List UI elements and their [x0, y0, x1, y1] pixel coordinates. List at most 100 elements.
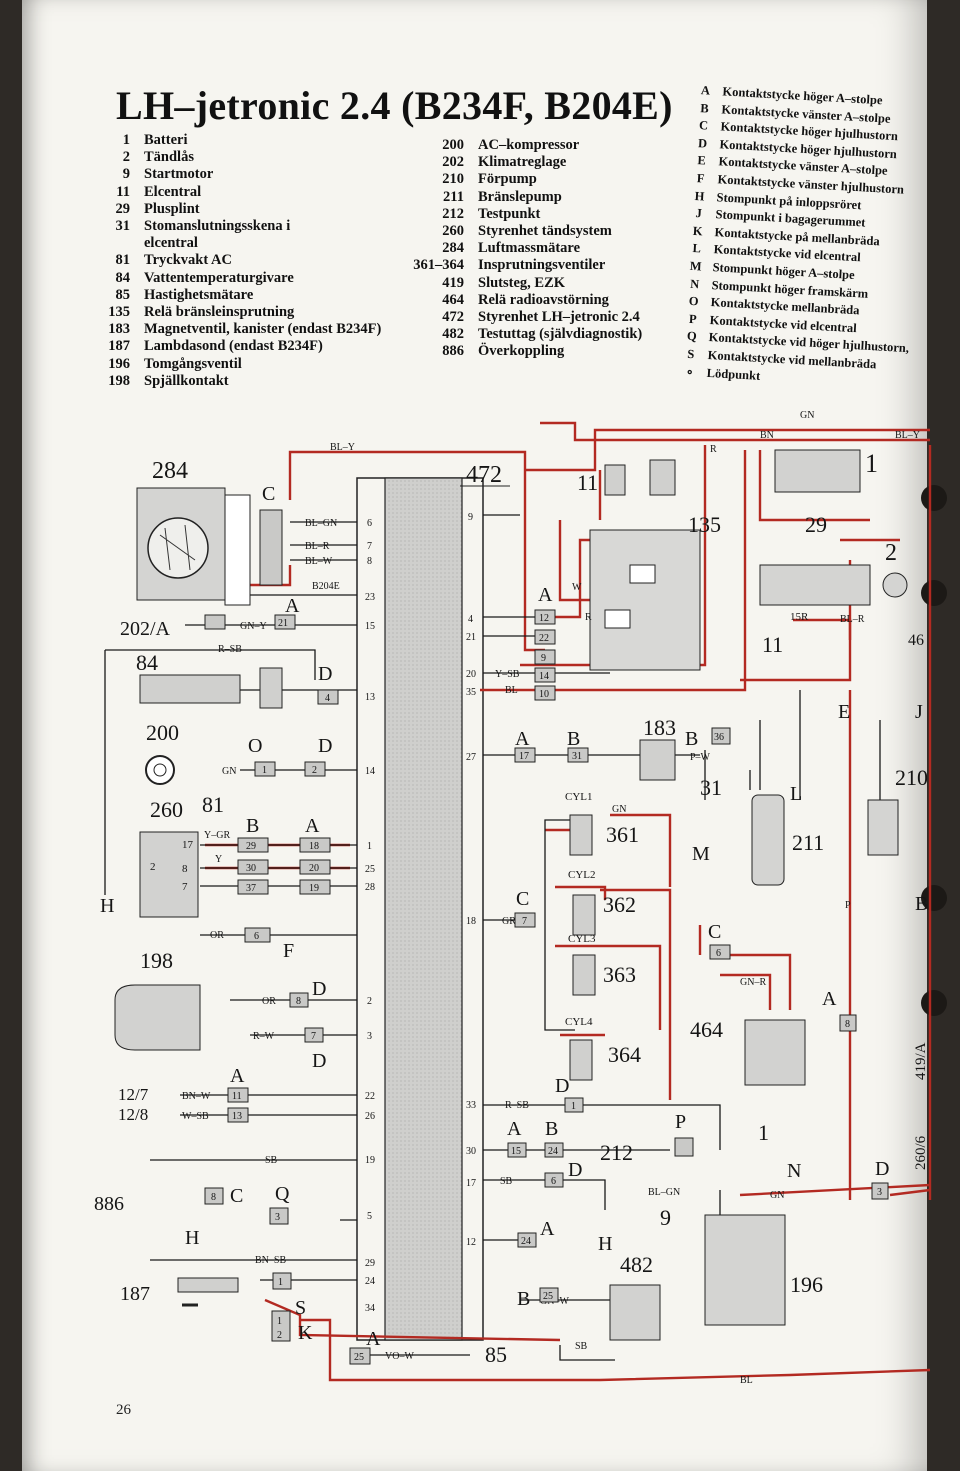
wire-label: W — [572, 582, 582, 593]
wire-label: GN — [800, 410, 814, 421]
legend-text: Slutsteg, EZK — [478, 274, 566, 291]
svg-text:29: 29 — [246, 841, 256, 852]
svg-text:30: 30 — [246, 863, 256, 874]
wire-label: BL–Y — [330, 442, 355, 453]
wire-label: BL–GN — [648, 1187, 680, 1198]
component-183-solenoid: 183 — [639, 715, 676, 781]
wire-label: GN — [222, 766, 236, 777]
label-cyl2: CYL2 — [568, 869, 596, 881]
svg-text:3: 3 — [367, 1031, 372, 1042]
label-200: 200 — [146, 720, 179, 745]
legend-text: Tomgångsventil — [144, 355, 242, 372]
svg-text:A: A — [230, 1065, 245, 1087]
svg-text:25: 25 — [365, 864, 375, 875]
svg-text:D: D — [318, 663, 332, 685]
label-198: 198 — [140, 948, 173, 973]
label-364: 364 — [608, 1042, 641, 1067]
svg-text:F: F — [283, 940, 294, 962]
legend-number: 210 — [442, 171, 464, 188]
svg-text:8: 8 — [296, 996, 301, 1007]
legend-text: elcentral — [144, 235, 198, 252]
label-29: 29 — [805, 512, 827, 537]
label-284: 284 — [152, 458, 188, 484]
svg-text:17: 17 — [182, 839, 194, 851]
label-183: 183 — [643, 715, 676, 740]
svg-text:B: B — [685, 728, 698, 750]
wire-label: R–SB — [218, 644, 242, 655]
legend-number: 81 — [115, 252, 131, 269]
wire-label: R–SB — [505, 1100, 529, 1111]
svg-text:A: A — [822, 988, 837, 1010]
wire-label: BL–R — [305, 541, 330, 552]
wire-label: P — [845, 900, 851, 911]
svg-text:H: H — [185, 1227, 199, 1249]
legend-text: Tändlås — [144, 149, 194, 166]
label-11-elcentral: 11 — [762, 632, 783, 657]
legend-text: Relä bränsleinsprutning — [144, 304, 295, 321]
svg-text:H: H — [100, 895, 114, 917]
svg-text:18: 18 — [309, 841, 319, 852]
svg-text:17: 17 — [466, 1178, 476, 1189]
legend-number: 464 — [442, 291, 464, 308]
legend-text: Magnetventil, kanister (endast B234F) — [144, 321, 382, 338]
connector-boxes — [204, 509, 889, 1365]
legend-text: Batteri — [144, 132, 188, 148]
legend-text: Lambdasond (endast B234F) — [144, 338, 323, 355]
legend-text: Styrenhet LH–jetronic 2.4 — [478, 309, 640, 326]
label-1: 1 — [865, 449, 878, 478]
label-211: 211 — [792, 830, 824, 855]
legend-text: Stomanslutningsskena i — [144, 218, 291, 235]
legend-text: Tryckvakt AC — [144, 252, 232, 269]
svg-text:D: D — [555, 1075, 569, 1097]
wire-label: BL — [505, 685, 518, 696]
component-196-idle-valve: 196 — [704, 1214, 823, 1326]
wire-label: W–SB — [182, 1111, 209, 1122]
wire-label: BL–GN — [305, 518, 337, 529]
binder-hole — [921, 580, 947, 606]
svg-text:37: 37 — [246, 883, 256, 894]
svg-text:A: A — [285, 595, 300, 617]
label-9: 9 — [660, 1205, 671, 1230]
label-482: 482 — [620, 1252, 653, 1277]
wire-label: VO–W — [385, 1351, 414, 1362]
legend-text: Hastighetsmätare — [144, 286, 254, 303]
page-number: 26 — [116, 1402, 131, 1418]
wire-label: OR — [210, 930, 224, 941]
svg-text:2: 2 — [150, 861, 156, 873]
label-464: 464 — [690, 1017, 723, 1042]
page-title: LH–jetronic 2.4 (B234F, B204E) — [116, 83, 673, 128]
legend-number: 183 — [108, 321, 130, 338]
svg-text:B: B — [545, 1118, 558, 1140]
legend-number: 2 — [122, 149, 130, 166]
svg-text:14: 14 — [365, 766, 375, 777]
svg-text:20: 20 — [466, 669, 476, 680]
svg-text:B: B — [246, 815, 259, 837]
svg-text:24: 24 — [521, 1236, 531, 1247]
svg-text:8: 8 — [367, 556, 372, 567]
legend-text: Testuttag (självdiagnostik) — [478, 326, 643, 343]
svg-text:N: N — [787, 1160, 801, 1182]
label-12-7: 12/7 — [118, 1085, 149, 1104]
legend-text: Förpump — [478, 171, 537, 188]
legend-number: 202 — [442, 154, 464, 171]
legend-number: 200 — [442, 137, 464, 153]
legend-number: 9 — [122, 166, 130, 183]
wire-label: SB — [575, 1341, 588, 1352]
svg-text:12: 12 — [466, 1237, 476, 1248]
label-260: 260 — [150, 797, 183, 822]
svg-text:D: D — [312, 978, 326, 1000]
label-135: 135 — [688, 512, 721, 537]
svg-text:J: J — [915, 701, 923, 723]
label-15r: 15R — [790, 611, 809, 623]
legend-number: 419 — [442, 274, 464, 291]
svg-text:29: 29 — [365, 1258, 375, 1269]
